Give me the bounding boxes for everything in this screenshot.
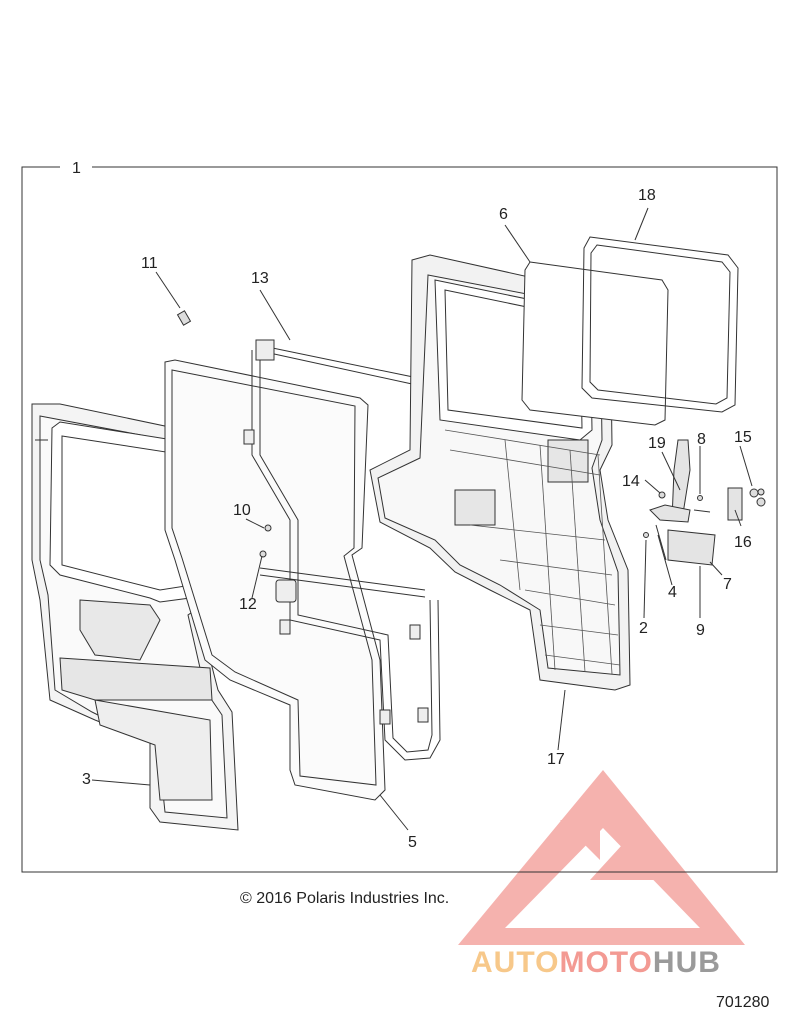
callout-9: 9 [696,622,705,639]
watermark-brand-text: AUTOMOTOHUB [471,946,721,980]
door-seal [164,359,386,801]
fasteners [176,310,766,558]
callout-18: 18 [638,187,656,204]
callout-4: 4 [668,584,677,601]
window-glass [521,261,669,426]
callout-14: 14 [622,473,640,490]
watermark-text-moto: MOTO [559,946,653,979]
watermark-text-hub: HUB [652,946,721,979]
callout-17: 17 [547,751,565,768]
leader-lines [91,207,753,831]
callout-2: 2 [639,620,648,637]
assembly-bracket [21,166,778,873]
callout-5: 5 [408,834,417,851]
latch-hardware [649,439,743,566]
callout-3: 3 [82,771,91,788]
callout-19: 19 [648,435,666,452]
watermark-logo [458,770,745,945]
callout-13: 13 [251,270,269,287]
diagram-number: 701280 [716,994,770,1011]
callout-16: 16 [734,534,752,551]
callout-1: 1 [72,160,81,177]
callout-11: 11 [141,255,158,272]
window-seal [581,236,739,413]
callout-7: 7 [723,576,732,593]
callout-15: 15 [734,429,752,446]
callout-10: 10 [233,502,251,519]
watermark-text-auto: AUTO [471,946,560,979]
copyright-notice: © 2016 Polaris Industries Inc. [240,890,450,907]
callout-6: 6 [499,206,508,223]
callout-8: 8 [697,431,706,448]
callout-12: 12 [239,596,257,613]
